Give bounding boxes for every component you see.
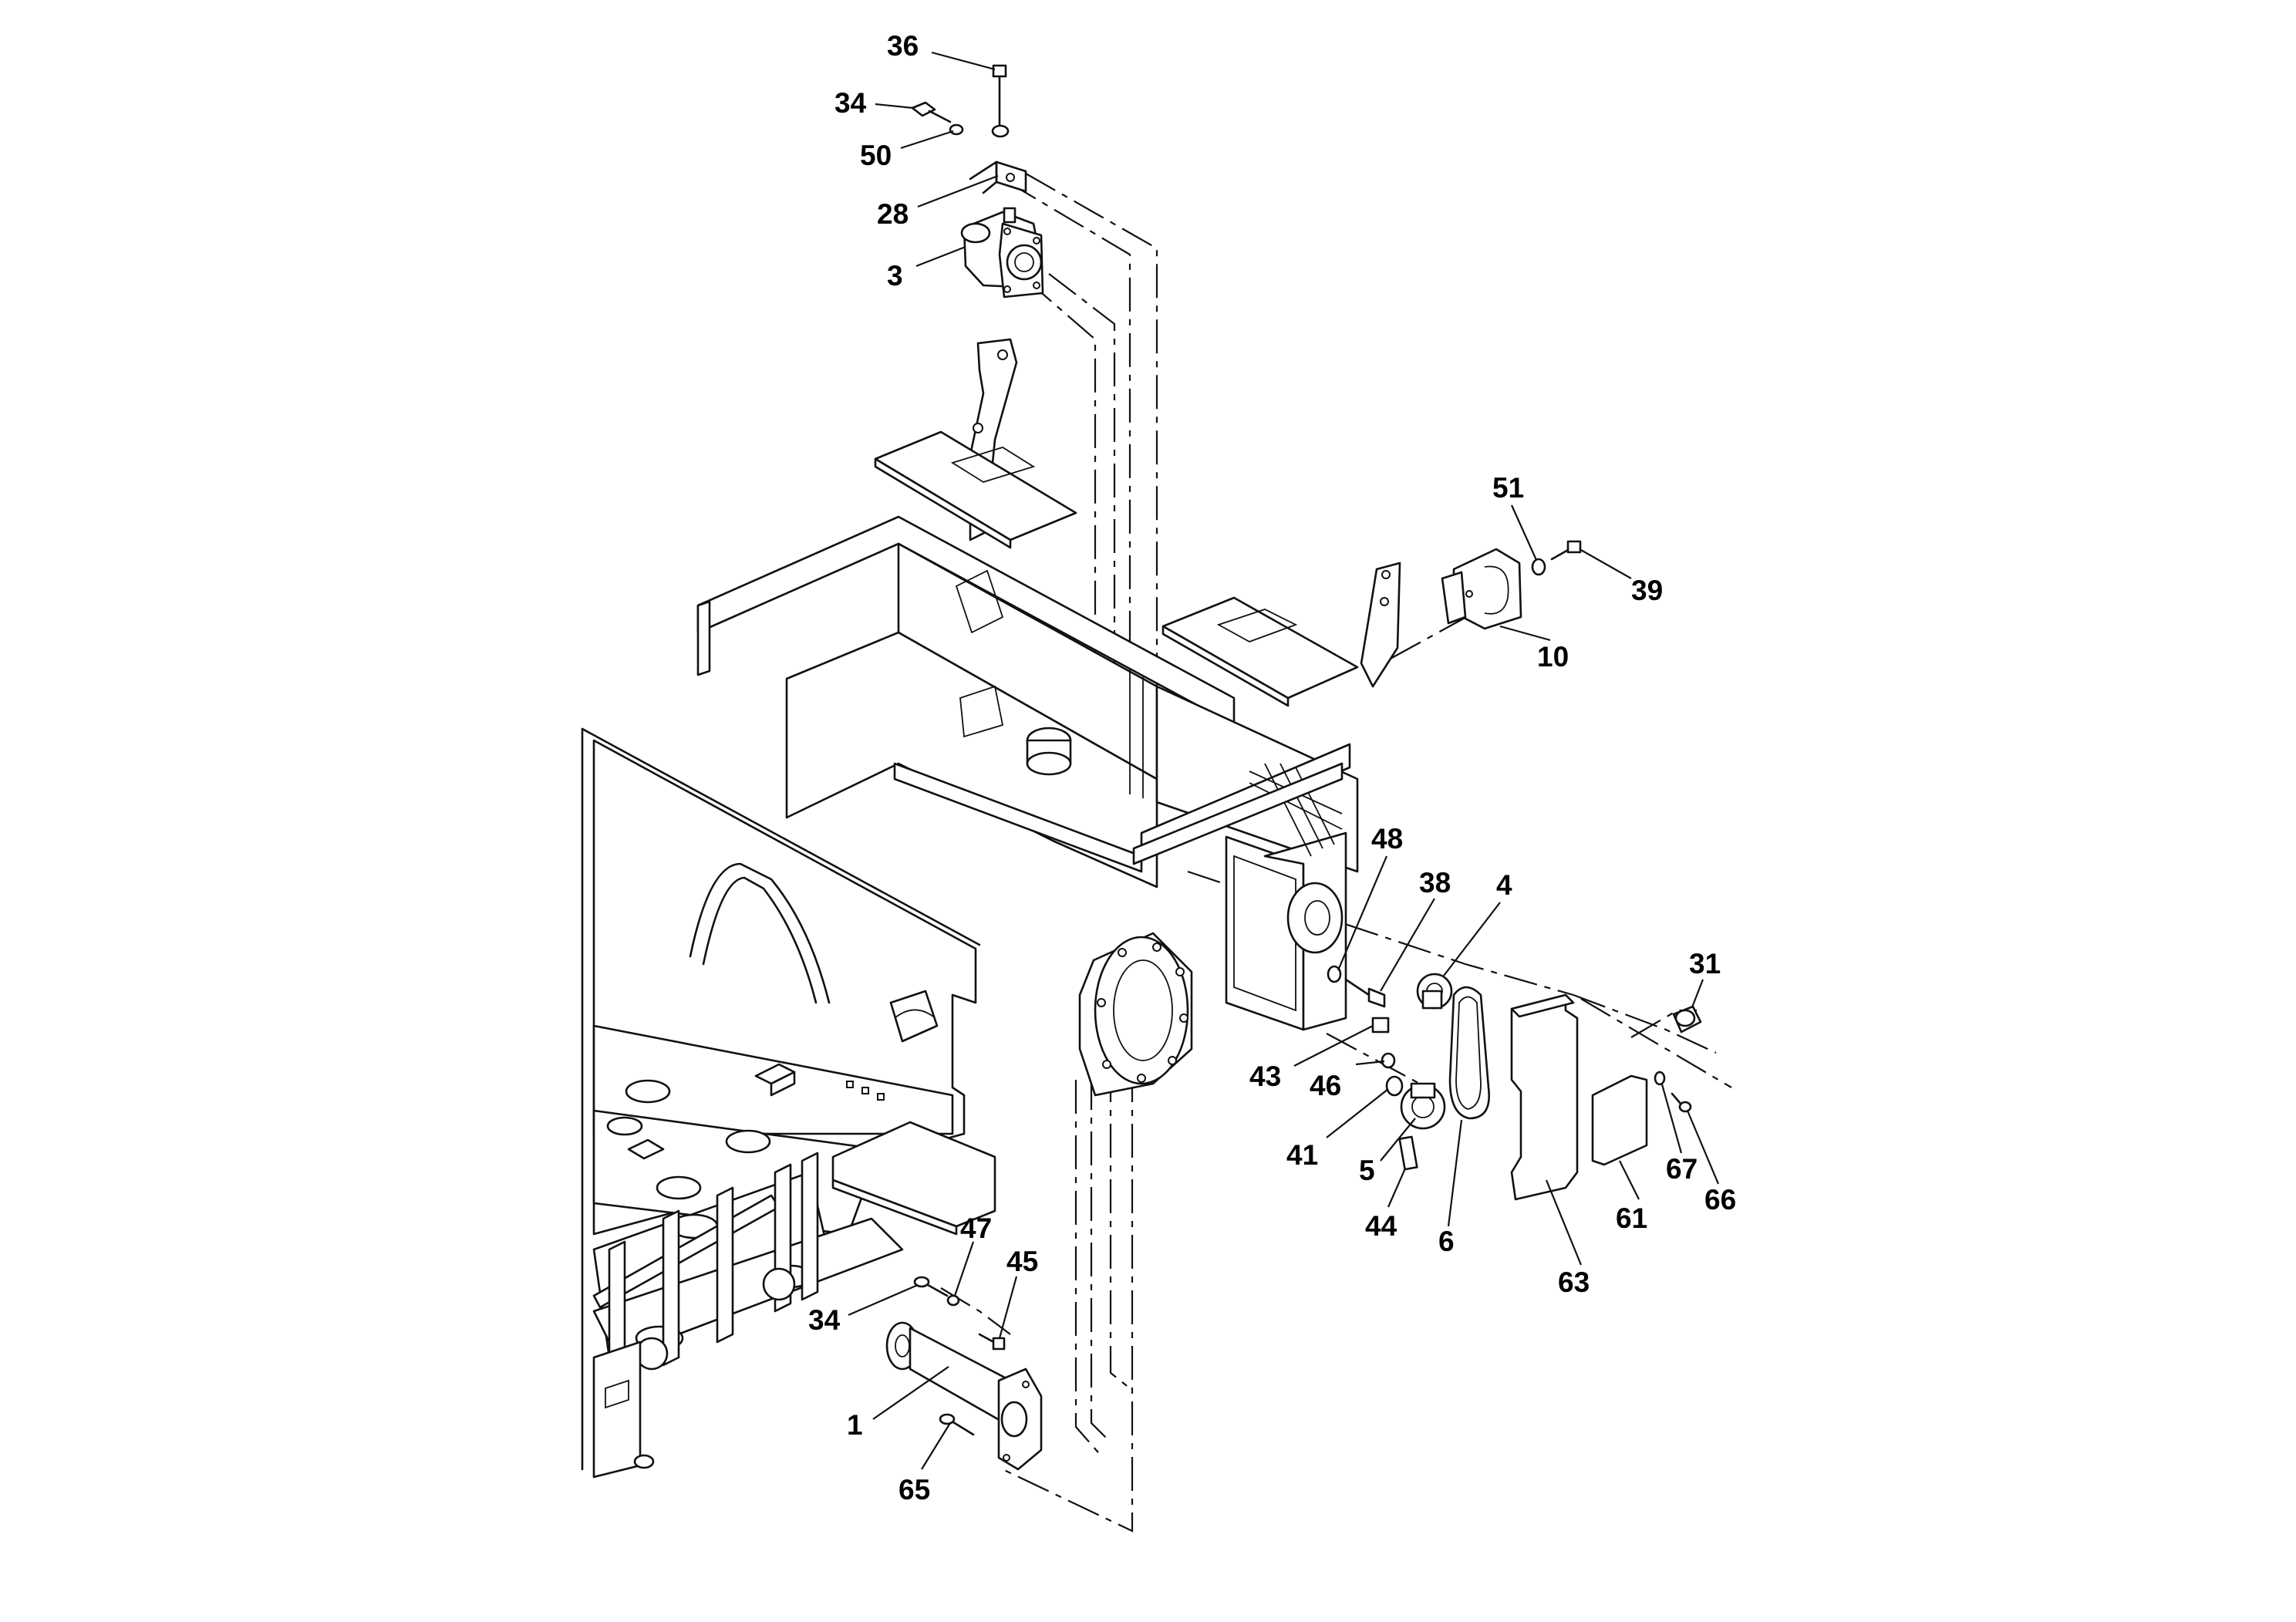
- bolt-34-lower: [913, 1276, 949, 1297]
- spacer-43: [1371, 1017, 1390, 1034]
- bolt-66: [1671, 1092, 1692, 1113]
- bolt-48: [1327, 965, 1342, 983]
- key-44: [1398, 1135, 1418, 1171]
- callout-39: 39: [1631, 575, 1663, 606]
- bolt-38: [1344, 978, 1386, 1008]
- callout-48: 48: [1371, 823, 1403, 855]
- callout-46: 46: [1310, 1070, 1341, 1101]
- bolt-45: [978, 1333, 1006, 1351]
- callout-67: 67: [1666, 1153, 1698, 1185]
- callout-38: 38: [1419, 867, 1451, 899]
- bolt-39: [1550, 540, 1582, 561]
- bracket-28: [969, 160, 1027, 194]
- bolt-36: [992, 64, 1007, 129]
- bolt-65: [939, 1413, 975, 1436]
- bearing-1: [885, 1321, 1043, 1471]
- main-frame: [696, 338, 1401, 1031]
- callout-51: 51: [1492, 472, 1524, 504]
- chain-6: [1448, 986, 1491, 1120]
- callout-47: 47: [960, 1212, 992, 1244]
- callout-5: 5: [1359, 1155, 1375, 1186]
- callout-50: 50: [860, 140, 892, 171]
- round-flange-plate: [1078, 932, 1193, 1097]
- plate-61: [1591, 1074, 1648, 1166]
- callout-65: 65: [899, 1474, 930, 1506]
- callout-63: 63: [1558, 1266, 1590, 1298]
- callout-3: 3: [887, 260, 903, 292]
- leader-lines: [848, 51, 1720, 1470]
- callout-4: 4: [1496, 869, 1512, 901]
- nut-top: [991, 124, 1010, 138]
- callout-45: 45: [1006, 1246, 1038, 1277]
- callout-43: 43: [1249, 1061, 1281, 1092]
- chain-cover-63: [1510, 993, 1579, 1201]
- washer-47: [946, 1294, 960, 1307]
- cap-31: [1672, 1005, 1702, 1034]
- sprocket-5: [1400, 1082, 1446, 1130]
- nut-46: [1381, 1052, 1396, 1069]
- callout-34-lower: 34: [808, 1304, 841, 1336]
- callout-44: 44: [1365, 1210, 1397, 1242]
- callout-36: 36: [887, 30, 919, 62]
- washer-41: [1385, 1075, 1404, 1097]
- left-chassis: [581, 727, 996, 1479]
- washer-51: [1531, 558, 1546, 576]
- callout-31: 31: [1689, 948, 1721, 980]
- callout-61: 61: [1616, 1202, 1647, 1234]
- bracket-10: [1441, 548, 1522, 630]
- callout-6: 6: [1438, 1226, 1455, 1257]
- callout-labels: 36 34 50 28 3 51 39 10 48 38 4 31 43 46 …: [808, 30, 1736, 1506]
- callout-66: 66: [1704, 1184, 1736, 1216]
- callout-1: 1: [847, 1409, 863, 1441]
- washer-34-top: [911, 101, 952, 123]
- callout-10: 10: [1537, 641, 1569, 673]
- washer-67: [1654, 1071, 1666, 1086]
- callout-28: 28: [877, 198, 909, 230]
- motor-3: [960, 207, 1044, 298]
- washer-50: [949, 123, 964, 136]
- callout-41: 41: [1286, 1139, 1318, 1171]
- sprocket-4: [1416, 973, 1453, 1010]
- callout-34-top: 34: [834, 87, 867, 119]
